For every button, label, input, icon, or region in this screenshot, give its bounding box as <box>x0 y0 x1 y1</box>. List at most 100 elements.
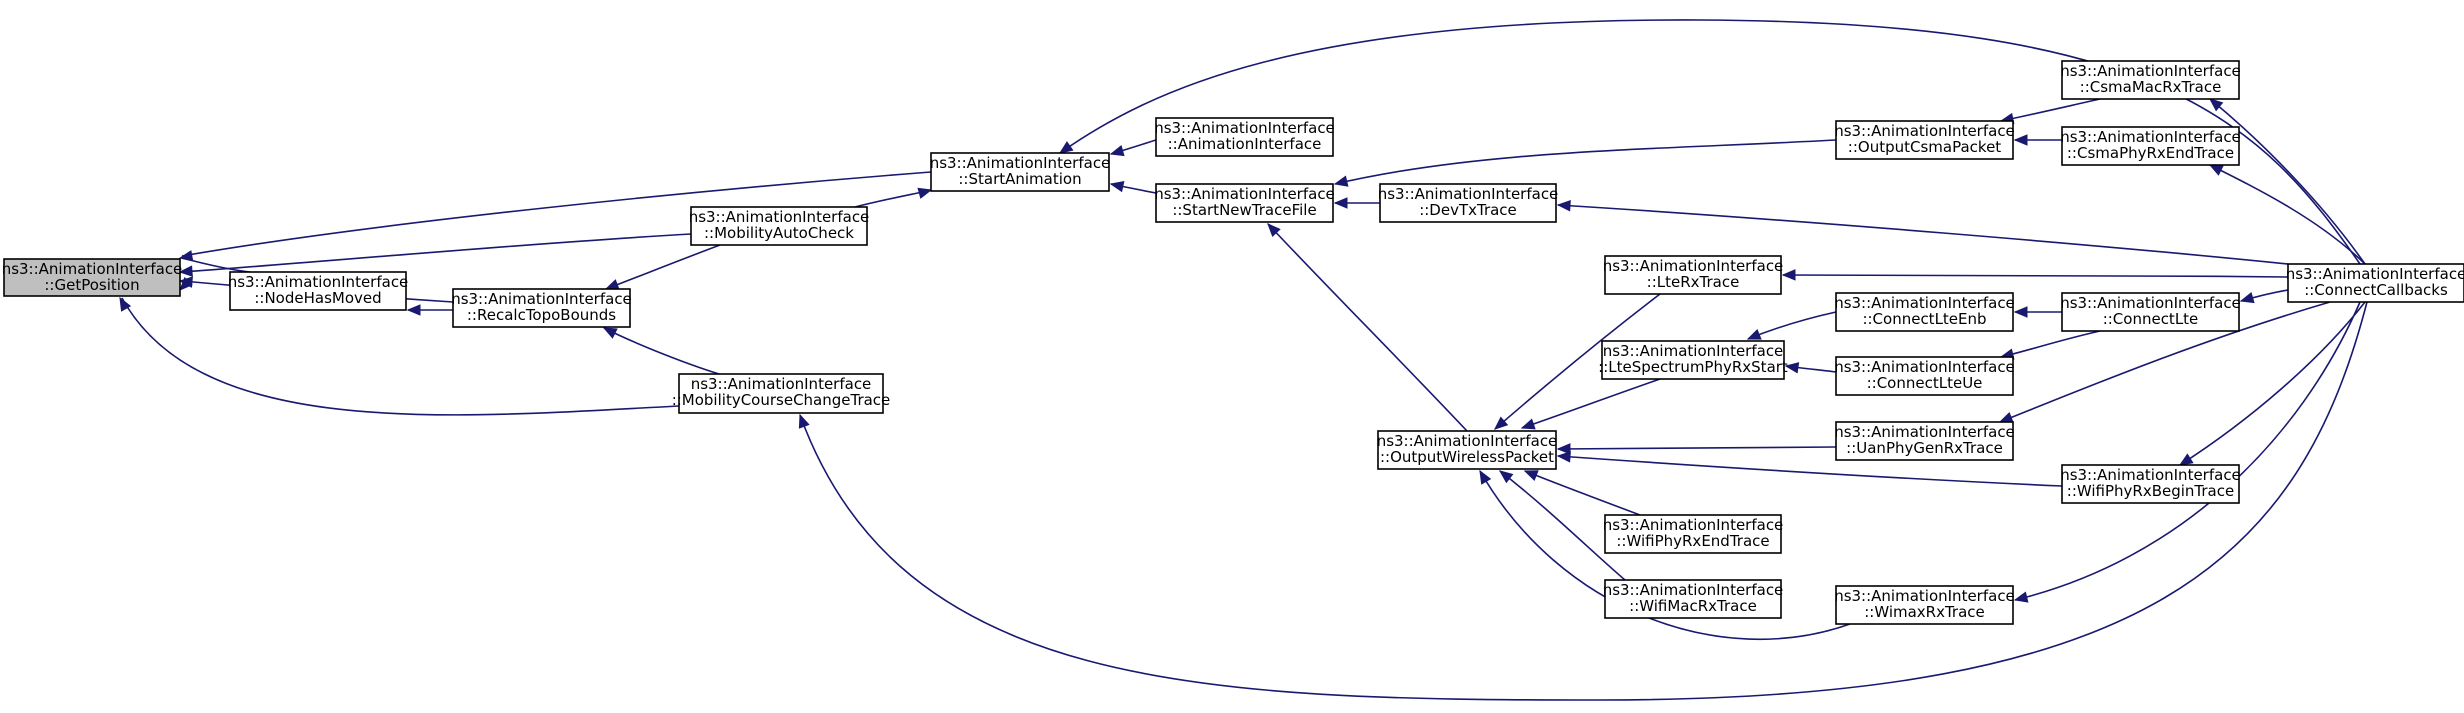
node-get-position[interactable]: ns3::AnimationInterface::GetPosition <box>2 258 183 297</box>
edge-connect-callbacks-to-connect-lte <box>2239 289 2289 304</box>
node-namespace-label: ns3::AnimationInterface <box>2060 62 2241 80</box>
node-connect-lte-ue[interactable]: ns3::AnimationInterface::ConnectLteUe <box>1834 356 2015 396</box>
node-box <box>1835 421 2014 461</box>
node-start-new-trace-file[interactable]: ns3::AnimationInterface::StartNewTraceFi… <box>1154 183 1335 223</box>
node-namespace-label: ns3::AnimationInterface <box>1603 257 1784 275</box>
edge-connect-callbacks-to-start-animation <box>1058 19 2361 265</box>
node-box <box>1604 579 1782 619</box>
node-method-label: ::DevTxTrace <box>1419 201 1517 219</box>
node-output-wireless-packet[interactable]: ns3::AnimationInterface::OutputWirelessP… <box>1377 430 1558 470</box>
arrowhead <box>1556 443 1571 455</box>
node-csma-phy-rx-end-trace[interactable]: ns3::AnimationInterface::CsmaPhyRxEndTra… <box>2060 126 2241 166</box>
node-namespace-label: ns3::AnimationInterface <box>1603 516 1784 534</box>
edge-line <box>1494 293 1661 430</box>
node-recalc-topo-bounds[interactable]: ns3::AnimationInterface::RecalcTopoBound… <box>451 288 632 328</box>
node-namespace-label: ns3::AnimationInterface <box>689 208 870 226</box>
node-namespace-label: ns3::AnimationInterface <box>228 273 409 291</box>
node-wifi-mac-rx-trace[interactable]: ns3::AnimationInterface::WifiMacRxTrace <box>1603 579 1784 619</box>
arrowhead <box>2208 98 2224 112</box>
node-connect-callbacks[interactable]: ns3::AnimationInterface::ConnectCallback… <box>2286 263 2464 303</box>
node-connect-lte-enb[interactable]: ns3::AnimationInterface::ConnectLteEnb <box>1834 292 2015 332</box>
edges-layer <box>119 19 2368 701</box>
arrowhead <box>1109 145 1125 157</box>
arrowhead <box>917 187 933 199</box>
node-namespace-label: ns3::AnimationInterface <box>1603 342 1784 360</box>
node-method-label: ::RecalcTopoBounds <box>467 306 616 324</box>
edge-mobility-auto-check-to-get-position <box>178 233 692 277</box>
node-box <box>1835 292 2014 332</box>
node-wimax-rx-trace[interactable]: ns3::AnimationInterface::WimaxRxTrace <box>1834 585 2015 625</box>
edge-line <box>1557 204 2289 265</box>
node-box <box>1379 183 1557 223</box>
edge-dev-tx-trace-to-start-new-trace-file <box>1333 197 1380 209</box>
edge-connect-callbacks-to-csma-mac-rx-trace <box>2208 98 2366 265</box>
node-output-csma-packet[interactable]: ns3::AnimationInterface::OutputCsmaPacke… <box>1834 120 2015 160</box>
edge-output-csma-packet-to-start-new-trace-file <box>1333 139 1837 187</box>
node-box <box>1377 430 1557 470</box>
edge-line <box>1782 273 2289 278</box>
edge-line <box>2179 301 2366 466</box>
node-namespace-label: ns3::AnimationInterface <box>1834 587 2015 605</box>
edge-connect-callbacks-to-mobility-course-change-trace <box>798 301 2368 701</box>
node-method-label: ::UanPhyGenRxTrace <box>1846 439 2003 457</box>
node-method-label: ::CsmaMacRxTrace <box>2080 78 2222 96</box>
node-node-has-moved[interactable]: ns3::AnimationInterface::NodeHasMoved <box>228 271 409 311</box>
node-box <box>1604 255 1782 295</box>
edge-line <box>2000 98 2101 122</box>
node-box <box>2061 292 2240 332</box>
arrowhead <box>604 279 620 290</box>
node-namespace-label: ns3::AnimationInterface <box>930 154 1111 172</box>
arrowhead <box>1267 223 1281 238</box>
node-namespace-label: ns3::AnimationInterface <box>1834 122 2015 140</box>
arrowhead <box>798 413 810 429</box>
node-method-label: ::ConnectLte <box>2103 310 2199 328</box>
edge-csma-mac-rx-trace-to-output-csma-packet <box>1999 98 2101 125</box>
node-lte-rx-trace[interactable]: ns3::AnimationInterface::LteRxTrace <box>1603 255 1784 295</box>
node-box <box>1155 117 1334 157</box>
edge-connect-lte-ue-to-lte-spectrum-phy-rx-start <box>1784 362 1837 374</box>
node-method-label: ::LteSpectrumPhyRxStart <box>1598 358 1788 376</box>
node-wifi-phy-rx-end-trace[interactable]: ns3::AnimationInterface::WifiPhyRxEndTra… <box>1603 514 1784 554</box>
node-box <box>1155 183 1334 223</box>
node-dev-tx-trace[interactable]: ns3::AnimationInterface::DevTxTrace <box>1378 183 1559 223</box>
edge-line <box>1521 378 1661 429</box>
arrowhead <box>2178 453 2194 466</box>
arrowhead <box>1498 470 1514 484</box>
edge-wifi-mac-rx-trace-to-output-wireless-packet <box>1498 470 1626 581</box>
edge-output-wireless-packet-to-start-new-trace-file <box>1267 223 1468 432</box>
node-csma-mac-rx-trace[interactable]: ns3::AnimationInterface::CsmaMacRxTrace <box>2060 60 2241 100</box>
node-connect-lte[interactable]: ns3::AnimationInterface::ConnectLte <box>2060 292 2241 332</box>
edge-wifi-phy-rx-end-trace-to-output-wireless-packet <box>1523 470 1641 516</box>
node-method-label: ::WifiPhyRxBeginTrace <box>2067 482 2234 500</box>
edge-mobility-course-change-trace-to-recalc-topo-bounds <box>602 327 720 375</box>
node-mobility-auto-check[interactable]: ns3::AnimationInterface::MobilityAutoChe… <box>689 206 870 246</box>
node-box <box>2287 263 2464 303</box>
node-method-label: ::MobilityCourseChangeTrace <box>672 391 891 409</box>
node-lte-spectrum-phy-rx-start[interactable]: ns3::AnimationInterface::LteSpectrumPhyR… <box>1598 340 1788 380</box>
node-namespace-label: ns3::AnimationInterface <box>1834 358 2015 376</box>
edge-line <box>1499 470 1626 581</box>
node-uan-phy-gen-rx-trace[interactable]: ns3::AnimationInterface::UanPhyGenRxTrac… <box>1834 421 2015 461</box>
node-start-animation[interactable]: ns3::AnimationInterface::StartAnimation <box>930 152 1111 192</box>
node-box <box>1601 340 1785 380</box>
node-namespace-label: ns3::AnimationInterface <box>691 375 872 393</box>
edge-line <box>121 297 680 416</box>
edge-mobility-course-change-trace-to-get-position <box>119 296 680 416</box>
arrowhead <box>406 304 421 316</box>
edge-connect-lte-to-connect-lte-ue <box>1999 330 2101 360</box>
edge-line <box>2014 301 2361 601</box>
node-wifi-phy-rx-begin-trace[interactable]: ns3::AnimationInterface::WifiPhyRxBeginT… <box>2060 464 2241 504</box>
edge-line <box>603 327 720 375</box>
node-method-label: ::StartAnimation <box>958 170 1081 188</box>
node-namespace-label: ns3::AnimationInterface <box>1378 185 1559 203</box>
node-mobility-course-change-trace[interactable]: ns3::AnimationInterface::MobilityCourseC… <box>672 373 891 414</box>
node-box <box>1835 120 2014 160</box>
edge-line <box>2209 98 2366 265</box>
node-method-label: ::ConnectCallbacks <box>2304 281 2448 299</box>
node-box <box>1604 514 1782 554</box>
nodes-layer: ns3::AnimationInterface::GetPositionns3:… <box>2 60 2464 625</box>
arrowhead <box>1556 200 1571 212</box>
node-animation-interface[interactable]: ns3::AnimationInterface::AnimationInterf… <box>1154 117 1335 157</box>
node-method-label: ::OutputWirelessPacket <box>1380 448 1554 466</box>
node-namespace-label: ns3::AnimationInterface <box>2286 265 2464 283</box>
